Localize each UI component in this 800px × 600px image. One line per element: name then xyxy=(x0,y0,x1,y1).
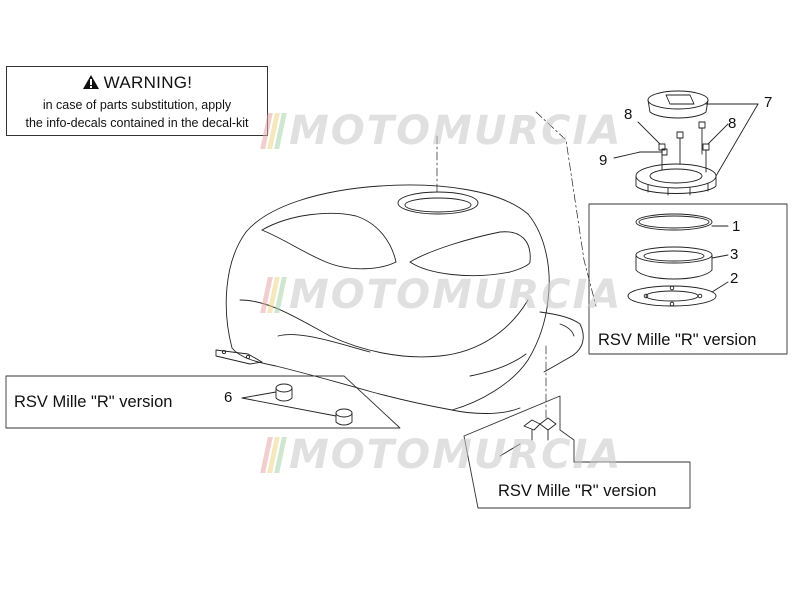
warning-box: WARNING! in case of parts substitution, … xyxy=(6,66,268,136)
warning-line-2: the info-decals contained in the decal-k… xyxy=(25,116,249,130)
callout-7: 7 xyxy=(764,94,773,111)
warning-title: WARNING! xyxy=(103,73,193,92)
warning-heading: WARNING! xyxy=(7,73,267,95)
callout-8-left: 8 xyxy=(624,106,633,123)
version-label-bottom: RSV Mille "R" version xyxy=(498,482,657,500)
callout-3: 3 xyxy=(730,246,739,263)
rsv-detail-box-left xyxy=(5,375,401,429)
watermark-stripes xyxy=(260,113,287,149)
rsv-detail-box-bottom xyxy=(463,395,691,509)
callout-1: 1 xyxy=(732,218,741,235)
fuel-tank xyxy=(215,184,584,414)
filler-cap-assembly xyxy=(613,90,759,196)
watermark-stripes xyxy=(260,277,287,313)
version-label-right: RSV Mille "R" version xyxy=(598,331,757,349)
fastener-clips xyxy=(499,417,557,457)
rubber-grommets xyxy=(241,383,353,426)
watermark-top: MOTOMURCIA xyxy=(260,108,623,154)
callout-2: 2 xyxy=(730,270,739,287)
watermark-text: MOTOMURCIA xyxy=(289,432,623,478)
warning-triangle-icon xyxy=(82,74,100,95)
watermark-middle: MOTOMURCIA xyxy=(260,272,623,318)
watermark-text: MOTOMURCIA xyxy=(289,108,623,154)
callout-8-right: 8 xyxy=(728,115,737,132)
version-label-left: RSV Mille "R" version xyxy=(14,393,173,411)
warning-line-1: in case of parts substitution, apply xyxy=(42,98,232,112)
callout-6: 6 xyxy=(224,389,233,406)
callout-9: 9 xyxy=(599,152,608,169)
rsv-detail-box-right xyxy=(588,203,788,355)
watermark-stripes xyxy=(260,437,287,473)
gasket-parts xyxy=(627,213,729,307)
watermark-text: MOTOMURCIA xyxy=(289,272,623,318)
watermark-bottom: MOTOMURCIA xyxy=(260,432,623,478)
